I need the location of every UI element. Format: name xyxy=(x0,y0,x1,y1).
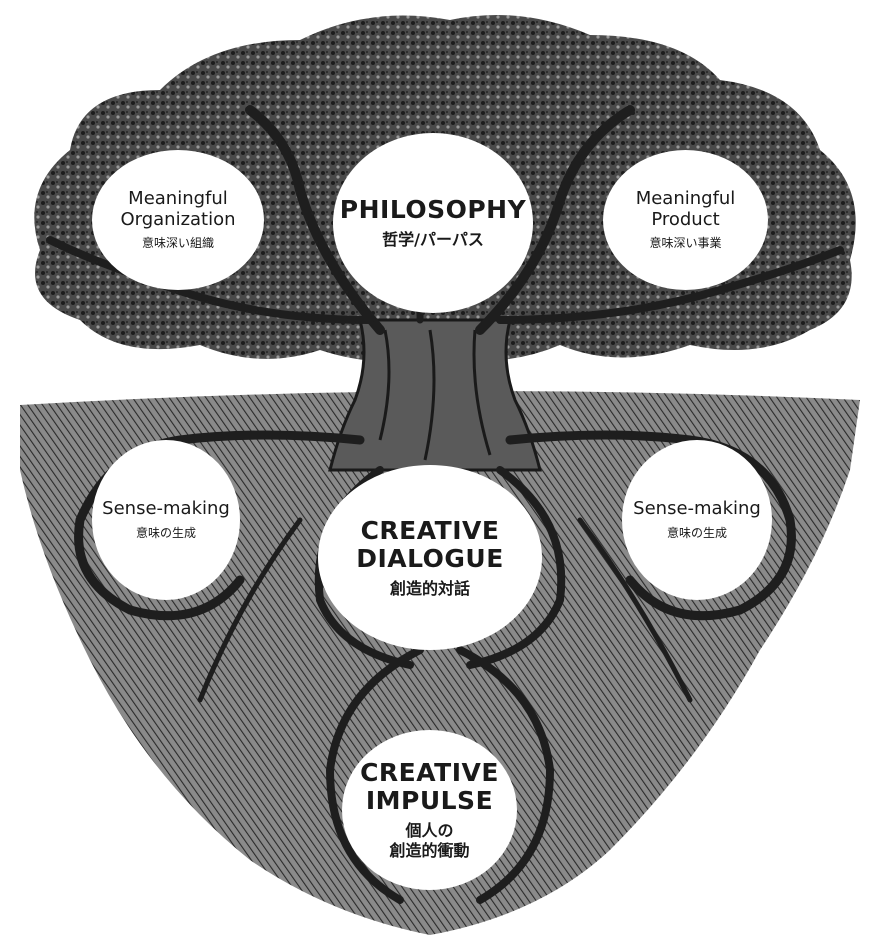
sense-left-label-ja: 意味の生成 xyxy=(135,525,196,540)
product-label-en: Meaningful Product xyxy=(635,188,736,230)
sense-right-label-ja: 意味の生成 xyxy=(666,525,727,540)
dialogue-label-en: CREATIVE DIALOGUE xyxy=(356,515,504,573)
node-sense-making-left: Sense-making 意味の生成 xyxy=(92,440,240,600)
philosophy-label-en: PHILOSOPHY xyxy=(339,195,527,224)
impulse-label-ja: 個人の 創造的衝動 xyxy=(389,821,470,860)
node-meaningful-product: Meaningful Product 意味深い事業 xyxy=(603,150,768,290)
impulse-label-en: CREATIVE IMPULSE xyxy=(360,758,499,815)
node-creative-dialogue: CREATIVE DIALOGUE 創造的対話 xyxy=(318,465,542,650)
node-creative-impulse: CREATIVE IMPULSE 個人の 創造的衝動 xyxy=(342,730,517,890)
dialogue-label-ja: 創造的対話 xyxy=(389,578,470,598)
product-label-ja: 意味深い事業 xyxy=(649,235,722,250)
node-meaningful-organization: Meaningful Organization 意味深い組織 xyxy=(92,150,264,290)
organization-label-ja: 意味深い組織 xyxy=(141,235,214,250)
organization-label-en: Meaningful Organization xyxy=(120,188,236,230)
node-sense-making-right: Sense-making 意味の生成 xyxy=(622,440,772,600)
node-philosophy: PHILOSOPHY 哲学/パーパス xyxy=(333,133,533,313)
sense-right-label-en: Sense-making xyxy=(633,498,761,520)
philosophy-label-ja: 哲学/パーパス xyxy=(382,230,484,249)
sense-left-label-en: Sense-making xyxy=(102,498,230,520)
